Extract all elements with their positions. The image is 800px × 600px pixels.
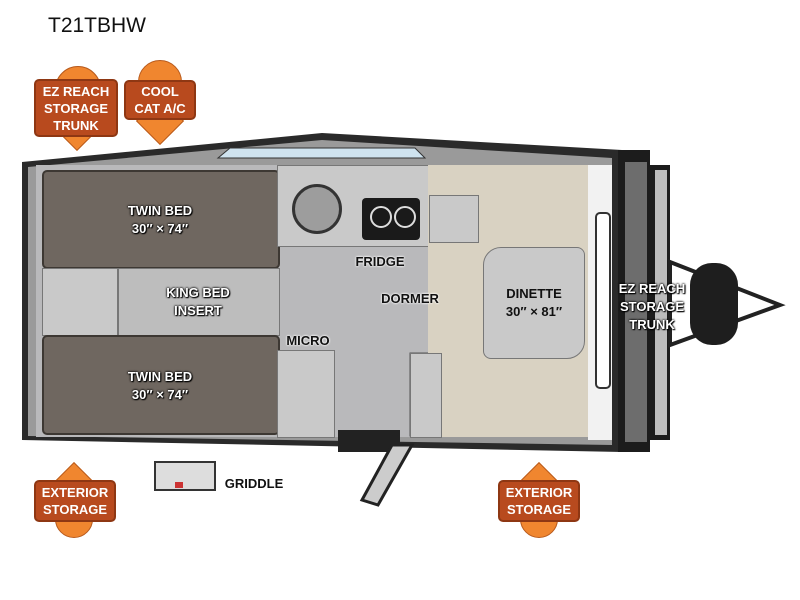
room-name: TWIN BED [127, 203, 193, 218]
front-cabinet [429, 195, 479, 243]
badge-line: STORAGE [42, 502, 108, 517]
badge-line: COOL [141, 84, 179, 99]
fridge-label: FRIDGE [355, 254, 405, 269]
room-name: DINETTE [506, 286, 562, 301]
badge-line: STORAGE [43, 100, 109, 116]
room-name: EZ REACH [618, 281, 686, 296]
dormer-label: DORMER [381, 291, 439, 306]
badge-line: STORAGE [506, 502, 572, 517]
twin-bed-bottom-label: TWIN BED 30″ × 74″ [110, 368, 210, 404]
bathroom-counter [410, 353, 442, 438]
twin-bed-top-label: TWIN BED 30″ × 74″ [110, 202, 210, 238]
micro-label: MICRO [286, 333, 330, 348]
floorplan-title: T21TBHW [48, 14, 147, 37]
sink-icon [292, 184, 342, 234]
king-insert-label: KING BED INSERT [148, 284, 248, 320]
room-size: 30″ × 74″ [131, 387, 189, 402]
room-name: INSERT [174, 303, 222, 318]
badge-line: EZ REACH [42, 83, 110, 99]
room-name: STORAGE [619, 299, 685, 314]
badge-line: CAT A/C [134, 101, 186, 116]
micro-cabinet [277, 350, 335, 438]
room-name: TWIN BED [127, 369, 193, 384]
ez-reach-front-label: EZ REACH STORAGE TRUNK [612, 280, 692, 334]
twin-bed-bottom [42, 335, 280, 435]
king-bed-insert [118, 268, 280, 336]
room-size: 30″ × 81″ [505, 304, 563, 319]
badge-line: EXTERIOR [505, 485, 573, 500]
badge-line: EXTERIOR [41, 485, 109, 500]
dinette-table [483, 247, 585, 359]
room-name: KING BED [166, 285, 230, 300]
cooktop-icon [362, 198, 420, 240]
twin-bed-top [42, 170, 280, 269]
room-size: 30″ × 74″ [131, 221, 189, 236]
bed-side-cabinet [42, 268, 118, 336]
dinette-label: DINETTE 30″ × 81″ [494, 285, 574, 321]
griddle-label: GRIDDLE [224, 476, 284, 491]
badge-line: TRUNK [53, 117, 99, 133]
room-name: TRUNK [629, 317, 675, 332]
